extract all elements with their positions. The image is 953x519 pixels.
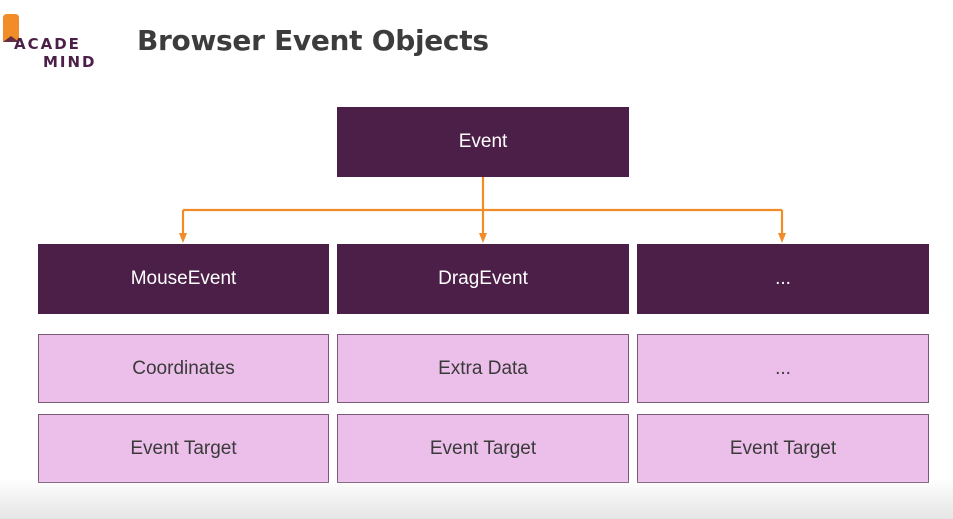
property-extra-data-box: Extra Data	[337, 334, 629, 403]
slide-title: Browser Event Objects	[137, 24, 489, 57]
property-ellipsis-box: ...	[637, 334, 929, 403]
child-dragevent-box: DragEvent	[337, 244, 629, 314]
property-coordinates-box: Coordinates	[38, 334, 329, 403]
logo-mark-icon	[3, 14, 19, 42]
bottom-shadow	[0, 479, 953, 519]
root-event-box: Event	[337, 107, 629, 177]
child-mouseevent-box: MouseEvent	[38, 244, 329, 314]
property-event-target-box: Event Target	[637, 414, 929, 483]
academind-logo: ACADE MIND	[0, 10, 100, 72]
logo-text-line1: ACADE	[14, 35, 81, 53]
logo-text-line2: MIND	[43, 53, 97, 71]
property-event-target-box: Event Target	[337, 414, 629, 483]
child-ellipsis-box: ...	[637, 244, 929, 314]
property-event-target-box: Event Target	[38, 414, 329, 483]
